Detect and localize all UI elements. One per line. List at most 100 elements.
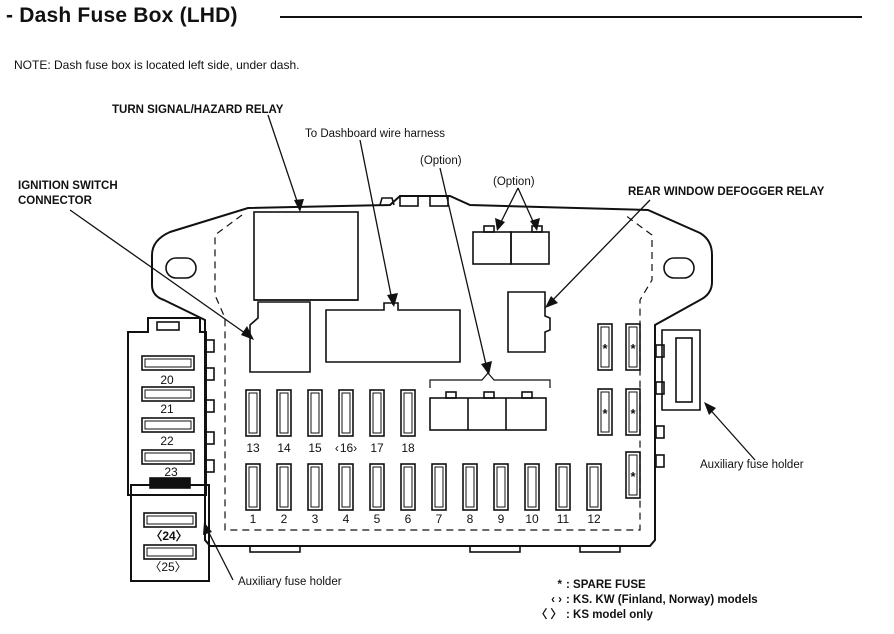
fuse bbox=[400, 463, 416, 511]
bottom-tab bbox=[579, 545, 621, 553]
fuse-number-label: ‹ 16› bbox=[335, 441, 357, 455]
option-label-1: (Option) bbox=[420, 155, 462, 167]
fuse bbox=[625, 451, 641, 499]
fuse bbox=[276, 389, 292, 437]
fuse-row-top: 13 14 15 ‹ 16› 17 18 bbox=[245, 389, 416, 455]
fuse bbox=[338, 389, 354, 437]
aux-fuse-holder-left-label: Auxiliary fuse holder bbox=[238, 576, 342, 588]
bottom-tab bbox=[249, 545, 301, 553]
dashboard-harness-connector bbox=[325, 302, 461, 363]
fuse-number-label: 17 bbox=[370, 441, 384, 455]
fuse-number-label: 1 bbox=[250, 512, 257, 526]
fuse bbox=[597, 388, 613, 436]
aux-fuse-number-label: 23 bbox=[164, 465, 178, 479]
ignition-switch-connector bbox=[249, 301, 311, 373]
fuse bbox=[524, 463, 540, 511]
dashboard-harness-label: To Dashboard wire harness bbox=[305, 128, 445, 140]
fuse-number-label: 3 bbox=[312, 512, 319, 526]
fuse bbox=[307, 463, 323, 511]
location-note: NOTE: Dash fuse box is located left side… bbox=[14, 58, 300, 72]
aux-fuse-number-label: 〈24〉 bbox=[150, 528, 187, 543]
fuse bbox=[625, 323, 641, 371]
rear-window-relay-label: REAR WINDOW DEFOGGER RELAY bbox=[628, 186, 825, 198]
top-tab bbox=[379, 197, 395, 206]
fuse bbox=[338, 463, 354, 511]
fuse bbox=[493, 463, 509, 511]
option-relay-right bbox=[510, 231, 550, 265]
rear-window-defogger-relay bbox=[507, 291, 551, 353]
fuse-number-label: 6 bbox=[405, 512, 412, 526]
spare-marker: * bbox=[630, 469, 636, 484]
fuse-number-label: 11 bbox=[557, 512, 570, 526]
aux-fuse-number-label: 21 bbox=[160, 402, 174, 416]
fuse-box-outline bbox=[151, 195, 713, 547]
fuse bbox=[586, 463, 602, 511]
mounting-hole-left bbox=[165, 257, 197, 279]
option-connector bbox=[429, 397, 547, 431]
fuse bbox=[276, 463, 292, 511]
top-tab bbox=[399, 195, 419, 207]
fuse-number-label: 13 bbox=[246, 441, 260, 455]
aux-fuse bbox=[141, 355, 195, 371]
aux-fuse-holder-right-label: Auxiliary fuse holder bbox=[700, 459, 804, 471]
arrowheads bbox=[203, 199, 716, 535]
spare-marker: * bbox=[602, 341, 608, 356]
aux-fuse bbox=[143, 544, 197, 560]
option-brace bbox=[429, 372, 551, 388]
fuse-number-label: 8 bbox=[467, 512, 474, 526]
spare-marker: * bbox=[630, 341, 636, 356]
mounting-hole-right bbox=[663, 257, 695, 279]
fuse-number-label: 15 bbox=[308, 441, 322, 455]
fuse bbox=[555, 463, 571, 511]
fuse bbox=[625, 388, 641, 436]
ignition-label-line2: CONNECTOR bbox=[18, 195, 92, 207]
fuse-number-label: 5 bbox=[374, 512, 381, 526]
fuse-number-label: 10 bbox=[525, 512, 539, 526]
fuse-number-label: 14 bbox=[277, 441, 291, 455]
option-relay-left bbox=[472, 231, 512, 265]
aux-fuse-number-label: 22 bbox=[160, 434, 174, 448]
aux-fuse-number-label: 〈25〉 bbox=[149, 560, 186, 574]
top-tab bbox=[429, 195, 449, 207]
ignition-switch-label: IGNITION SWITCH CONNECTOR bbox=[18, 179, 118, 209]
spare-marker: * bbox=[602, 406, 608, 421]
aux-fuse-holder-right bbox=[661, 329, 701, 411]
legend-ks-kw: ‹ ›: KS. KW (Finland, Norway) models bbox=[551, 594, 758, 606]
aux-fuse bbox=[141, 417, 195, 433]
option-label-2: (Option) bbox=[493, 176, 535, 188]
aux-fuse bbox=[141, 449, 195, 465]
fuse bbox=[369, 463, 385, 511]
fuse bbox=[369, 389, 385, 437]
spare-marker: * bbox=[630, 406, 636, 421]
turn-signal-relay bbox=[253, 211, 359, 301]
aux-fuse bbox=[143, 512, 197, 528]
fuse bbox=[245, 463, 261, 511]
inner-dashed-outline bbox=[214, 214, 653, 531]
fuse-number-label: 18 bbox=[401, 441, 415, 455]
fuse bbox=[307, 389, 323, 437]
aux-fuse-holder-left bbox=[127, 317, 207, 496]
fuse bbox=[462, 463, 478, 511]
fuse-number-label: 2 bbox=[281, 512, 288, 526]
aux-left-fuses: 20 21 22 23 〈24〉〈25〉 bbox=[141, 355, 197, 574]
fuse bbox=[400, 389, 416, 437]
fuse-number-label: 9 bbox=[498, 512, 505, 526]
fuse-number-label: 4 bbox=[343, 512, 350, 526]
fuse-number-label: 7 bbox=[436, 512, 443, 526]
aux-fuse-number-label: 20 bbox=[160, 373, 174, 387]
fuse bbox=[431, 463, 447, 511]
fuse bbox=[245, 389, 261, 437]
turn-signal-relay-label: TURN SIGNAL/HAZARD RELAY bbox=[112, 104, 284, 116]
spare-fuses: * * * * * bbox=[597, 323, 641, 499]
fuse bbox=[597, 323, 613, 371]
ignition-label-line1: IGNITION SWITCH bbox=[18, 180, 118, 192]
page-heading: - Dash Fuse Box (LHD) bbox=[6, 4, 246, 28]
legend-ks-only: 〈 〉: KS model only bbox=[535, 609, 653, 621]
legend: *: SPARE FUSE ‹ ›: KS. KW (Finland, Norw… bbox=[528, 578, 758, 623]
bottom-tab bbox=[469, 545, 521, 553]
aux-fuse bbox=[141, 386, 195, 402]
fuse-number-label: 12 bbox=[587, 512, 601, 526]
legend-spare: *: SPARE FUSE bbox=[557, 579, 646, 591]
